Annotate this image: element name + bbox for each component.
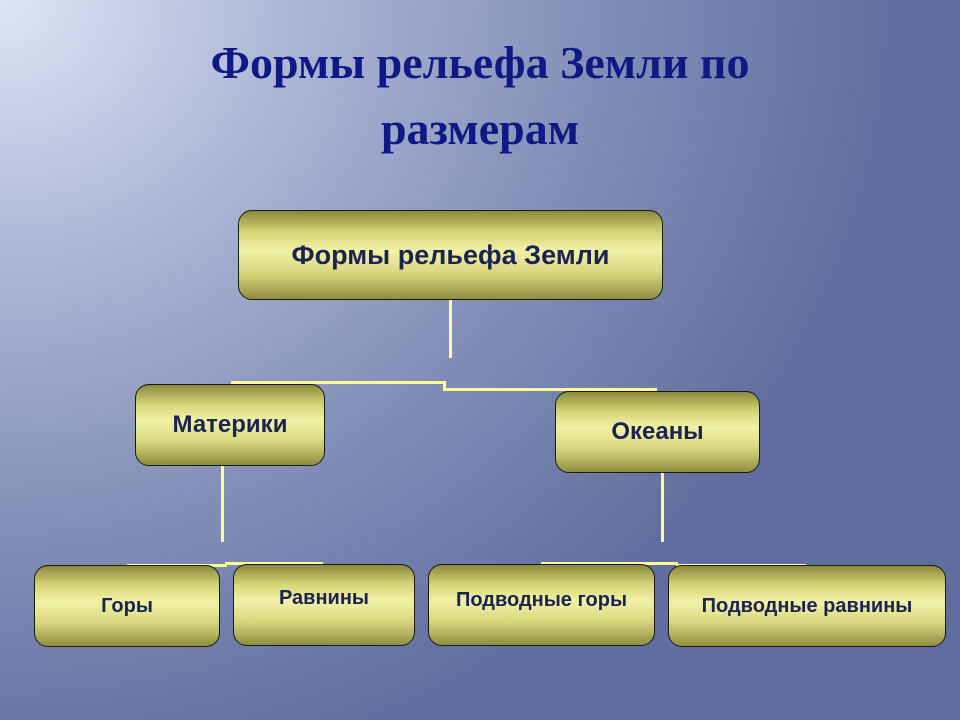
connector xyxy=(443,388,657,391)
node-underwater-mountains: Подводные горы xyxy=(428,564,655,646)
node-root: Формы рельефа Земли xyxy=(238,210,663,300)
node-oceans: Океаны xyxy=(555,391,760,473)
title-line-1: Формы рельефа Земли по xyxy=(210,37,750,88)
connector xyxy=(541,562,678,565)
connector xyxy=(449,300,452,358)
connector xyxy=(661,473,664,542)
connector xyxy=(231,381,446,384)
connector xyxy=(443,381,446,391)
node-continents: Материки xyxy=(135,384,325,466)
connector xyxy=(221,466,224,542)
title-line-2: размерам xyxy=(380,103,580,154)
node-underwater-plains: Подводные равнины xyxy=(668,565,946,647)
slide-title: Формы рельефа Земли по размерам xyxy=(0,30,960,162)
node-plains: Равнины xyxy=(233,564,415,646)
node-mountains: Горы xyxy=(34,565,220,647)
connector xyxy=(225,562,323,565)
